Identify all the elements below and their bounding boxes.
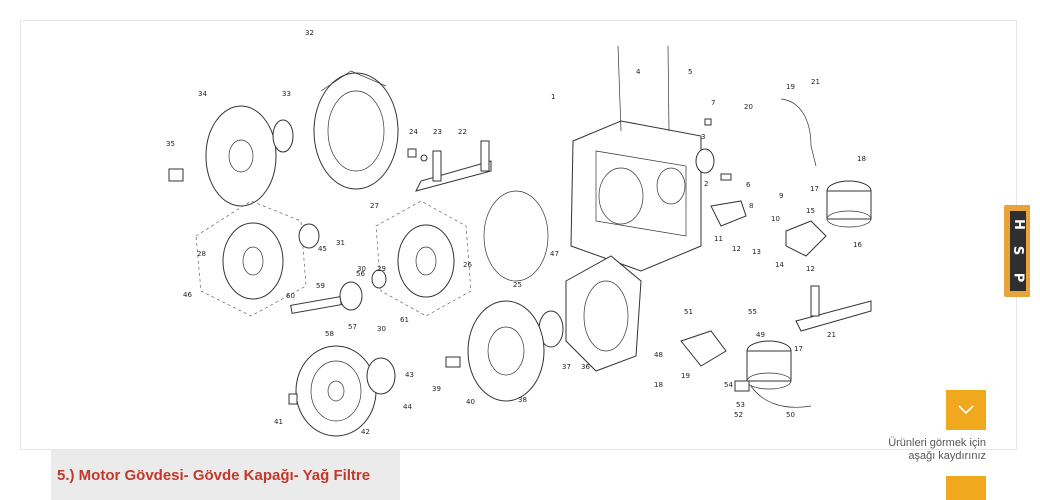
part-17-oil-filter-lower: [746, 340, 792, 390]
part-label: 52: [734, 411, 743, 419]
part-label: 22: [458, 128, 467, 136]
part-label: 19: [786, 83, 795, 91]
part-label: 18: [857, 155, 866, 163]
scroll-strip[interactable]: [946, 476, 986, 500]
part-label: 59: [316, 282, 325, 290]
part-label: 2: [704, 180, 708, 188]
part-label: 45: [318, 245, 327, 253]
part-label: 58: [325, 330, 334, 338]
part-label: 21: [827, 331, 836, 339]
part-label: 16: [853, 241, 862, 249]
brand-letter-p: P: [1010, 272, 1026, 283]
part-label: 6: [746, 181, 751, 189]
part-label: 41: [274, 418, 283, 426]
part-label: 30: [357, 265, 366, 273]
part-label: 25: [513, 281, 522, 289]
part-label: 12: [806, 265, 815, 273]
part-label: 43: [405, 371, 414, 379]
part-label: 55: [748, 308, 757, 316]
part-label: 42: [361, 428, 370, 436]
part-label: 21: [811, 78, 820, 86]
part-label: 10: [771, 215, 780, 223]
part-36-cover: [205, 105, 277, 207]
part-label: 7: [711, 99, 715, 107]
brand-letter-h: H: [1010, 218, 1026, 230]
part-label: 53: [736, 401, 745, 409]
part-label: 28: [197, 250, 206, 258]
part-29-end-plate: [375, 200, 472, 317]
part-label: 32: [305, 29, 314, 37]
part-label: 17: [810, 185, 819, 193]
part-label: 26: [463, 261, 472, 269]
part-label: 49: [756, 331, 765, 339]
part-label: 50: [786, 411, 795, 419]
part-label: 37: [562, 363, 571, 371]
part-label: 54: [724, 381, 733, 389]
scroll-down-button[interactable]: [946, 390, 986, 430]
part-label: 23: [433, 128, 442, 136]
page-title: 5.) Motor Gövdesi- Gövde Kapağı- Yağ Fil…: [57, 466, 371, 484]
brand-letter-s: S: [1010, 246, 1026, 256]
part-label: 57: [348, 323, 357, 331]
part-label: 47: [550, 250, 559, 258]
part-label: 40: [466, 398, 475, 406]
part-label: 19: [681, 372, 690, 380]
part-label: 61: [400, 316, 409, 324]
part-label: 34: [198, 90, 207, 98]
part-label: 39: [432, 385, 441, 393]
part-label: 20: [744, 103, 753, 111]
part-label: 44: [403, 403, 412, 411]
chevron-down-icon: [958, 405, 974, 415]
part-1-main-housing: [570, 120, 702, 272]
scroll-hint: Ürünleri görmek için aşağı kaydırınız: [850, 437, 986, 463]
part-label: 1: [551, 93, 555, 101]
brand-side-tab[interactable]: H S P: [1004, 205, 1030, 297]
brand-logo-letters: H S P: [1010, 211, 1026, 291]
part-label: 17: [794, 345, 803, 353]
part-label: 5: [688, 68, 692, 76]
part-label: 14: [775, 261, 784, 269]
part-label: 35: [166, 140, 175, 148]
part-label: 9: [779, 192, 783, 200]
part-label: 46: [183, 291, 192, 299]
scroll-hint-line2: aşağı kaydırınız: [908, 450, 986, 462]
part-label: 27: [370, 202, 379, 210]
part-label: 8: [749, 202, 753, 210]
part-label: 31: [336, 239, 345, 247]
part-label: 11: [714, 235, 723, 243]
part-label: 30: [377, 325, 386, 333]
part-label: 56: [356, 270, 365, 278]
part-label: 48: [654, 351, 663, 359]
part-label: 24: [409, 128, 418, 136]
part-label: 18: [654, 381, 663, 389]
part-label: 51: [684, 308, 693, 316]
part-38-bell-housing-lower: [565, 255, 642, 372]
part-label: 15: [806, 207, 815, 215]
part-48-end-plate: [195, 200, 307, 317]
part-label: 60: [286, 292, 295, 300]
part-17-oil-filter-top: [826, 180, 872, 228]
section-title-box: 5.) Motor Gövdesi- Gövde Kapağı- Yağ Fil…: [51, 450, 400, 500]
part-label: 33: [282, 90, 291, 98]
part-label: 38: [518, 396, 527, 404]
part-label: 4: [636, 68, 641, 76]
part-label: 3: [701, 133, 705, 141]
scroll-hint-line1: Ürünleri görmek için: [888, 437, 986, 449]
part-34-bell-housing: [313, 70, 399, 190]
part-label: 36: [581, 363, 590, 371]
part-label: 12: [732, 245, 741, 253]
part-label: 29: [377, 265, 386, 273]
part-label: 13: [752, 248, 761, 256]
